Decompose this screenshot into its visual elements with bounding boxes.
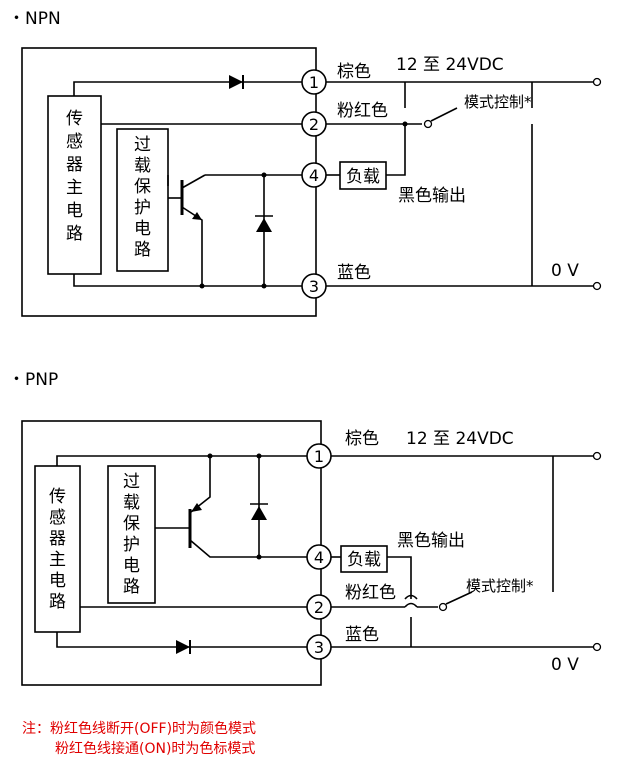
npn-wire-4 — [167, 174, 302, 186]
npn-black-output-label: 黑色输出 — [398, 186, 466, 206]
pnp-load-box — [340, 545, 388, 573]
pnp-pink-label: 粉红色 — [345, 583, 396, 603]
pnp-0v-label: 0 V — [551, 655, 579, 675]
npn-load-to-plus — [386, 124, 406, 176]
svg-text:感: 感 — [66, 132, 83, 152]
svg-text:主: 主 — [49, 550, 66, 570]
pnp-zener-diode — [251, 506, 267, 520]
pnp-mode-control-label: 模式控制* — [466, 577, 534, 595]
pnp-load-label: 负载 — [347, 550, 381, 570]
pnp-blue-label: 蓝色 — [345, 625, 379, 645]
svg-text:3: 3 — [309, 277, 319, 296]
svg-text:传: 传 — [66, 109, 83, 129]
svg-text:1: 1 — [309, 73, 319, 92]
pnp-main-circuit-label: 传 感 器 主 电 路 — [49, 487, 66, 612]
npn-pink-label: 粉红色 — [337, 101, 388, 121]
npn-title: ・NPN — [8, 9, 61, 29]
npn-diode — [229, 75, 243, 89]
svg-text:1: 1 — [314, 447, 324, 466]
pnp-wire-1 — [56, 455, 307, 466]
note-line-1: 注：粉红色线断开(OFF)时为颜色模式 — [22, 721, 257, 737]
npn-terminal-0v — [592, 281, 602, 291]
svg-text:载: 载 — [134, 156, 151, 176]
svg-text:保: 保 — [123, 514, 140, 534]
svg-text:过: 过 — [123, 472, 140, 492]
npn-load-label: 负载 — [346, 167, 380, 187]
svg-text:4: 4 — [314, 548, 324, 567]
pnp-terminal-0v — [592, 642, 602, 652]
svg-text:电: 电 — [123, 556, 140, 576]
npn-voltage-label: 12 至 24VDC — [396, 55, 504, 75]
pnp-diode — [176, 640, 190, 654]
pnp-wire-4 — [189, 539, 307, 558]
svg-text:感: 感 — [49, 508, 66, 528]
svg-text:器: 器 — [66, 155, 83, 175]
npn-main-circuit-box — [47, 95, 102, 275]
svg-text:过: 过 — [134, 135, 151, 155]
npn-diagram: ・NPN 传 感 器 主 电 路 过 载 保 护 电 路 — [8, 9, 602, 317]
npn-protection-circuit-label: 过 载 保 护 电 路 — [134, 135, 151, 260]
svg-text:器: 器 — [49, 529, 66, 549]
svg-text:载: 载 — [123, 493, 140, 513]
pnp-protection-circuit-box — [107, 465, 156, 604]
svg-text:传: 传 — [49, 487, 66, 507]
npn-main-circuit-label: 传 感 器 主 电 路 — [66, 109, 83, 244]
pnp-load-to-0v — [387, 556, 412, 599]
svg-text:主: 主 — [66, 178, 83, 198]
npn-terminals: 1 2 4 3 — [301, 69, 327, 299]
pnp-diagram: ・PNP 传 感 器 主 电 路 过 载 保 护 电 路 — [8, 370, 602, 686]
svg-text:路: 路 — [66, 224, 83, 244]
svg-text:路: 路 — [123, 577, 140, 597]
npn-terminal-plus — [592, 77, 602, 87]
npn-wire-1 — [73, 81, 302, 96]
svg-text:路: 路 — [134, 240, 151, 260]
svg-text:4: 4 — [309, 166, 319, 185]
svg-text:2: 2 — [309, 115, 319, 134]
svg-text:护: 护 — [134, 198, 151, 218]
svg-text:2: 2 — [314, 598, 324, 617]
pnp-mode-switch — [445, 591, 473, 605]
note-line-2: 粉红色线接通(ON)时为色标模式 — [55, 741, 256, 757]
npn-zener-diode — [256, 218, 272, 232]
npn-mode-control-label: 模式控制* — [464, 93, 532, 111]
npn-switch-contact — [423, 119, 433, 129]
npn-brown-label: 棕色 — [337, 62, 371, 82]
npn-0v-label: 0 V — [551, 261, 579, 281]
svg-text:保: 保 — [134, 177, 151, 197]
pnp-switch-contact — [438, 602, 448, 612]
npn-blue-label: 蓝色 — [337, 263, 371, 283]
svg-text:3: 3 — [314, 638, 324, 657]
svg-text:护: 护 — [123, 535, 140, 555]
svg-text:电: 电 — [66, 201, 83, 221]
svg-text:电: 电 — [134, 219, 151, 239]
pnp-brown-label: 棕色 — [345, 429, 379, 449]
pnp-protection-circuit-label: 过 载 保 护 电 路 — [123, 472, 140, 597]
pnp-title: ・PNP — [8, 370, 58, 390]
svg-text:电: 电 — [49, 571, 66, 591]
pnp-black-output-label: 黑色输出 — [397, 531, 465, 551]
npn-protection-circuit-box — [116, 128, 169, 272]
pnp-wire-3 — [56, 632, 307, 648]
pnp-voltage-label: 12 至 24VDC — [406, 429, 514, 449]
npn-mode-switch — [430, 107, 458, 122]
svg-text:路: 路 — [49, 592, 66, 612]
pnp-terminal-plus — [592, 451, 602, 461]
npn-wire-3 — [73, 274, 302, 287]
pnp-terminals: 1 4 2 3 — [306, 443, 332, 660]
